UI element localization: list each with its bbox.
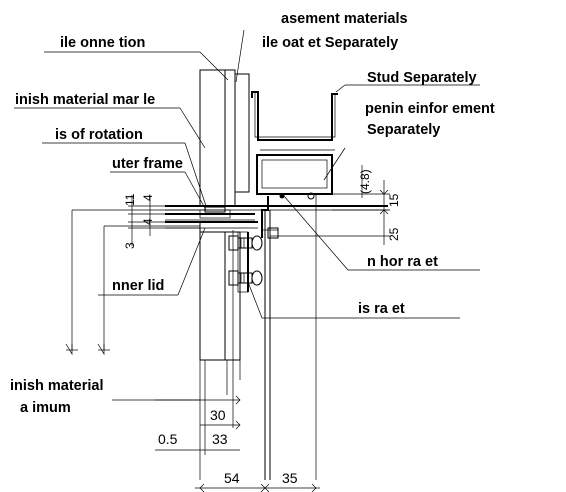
bolt-upper [228,235,263,251]
stud-separately-label: Stud Separately [367,70,477,86]
inner-lid [165,221,258,232]
tile-connection-label: ile onne tion [60,35,145,51]
anchor-bracket-label: n hor ra et [367,254,438,270]
finish-material-marble-label: inish material mar le [15,92,155,108]
basement-materials-label: asement materials [281,11,408,27]
dim-4: 4 [141,194,155,201]
axis-bracket [228,231,263,293]
vertical-rails [199,194,317,480]
stud [251,91,338,151]
outer-frame-label: uter frame [112,156,183,172]
dim-25: 25 [387,227,401,241]
dim-4-inner: 4 [141,218,155,225]
leader-lines [14,29,480,401]
upper-finish-marble [199,69,226,207]
opening-separately-label: Separately [367,122,440,138]
small-vertical-dims [128,195,200,246]
dim-35: 35 [282,470,298,486]
finish-material-maximum-line2: a imum [20,400,71,416]
bolt-lower [228,270,263,286]
dim-0-5: 0.5 [158,431,178,447]
dim-54: 54 [224,470,240,486]
axis-bracket-label: is ra et [358,301,405,317]
left-reference-lines [65,209,200,356]
upper-tile-backing-layer [224,69,250,207]
right-vertical-dims [270,165,390,245]
lower-finish-marble [199,231,226,361]
dim-3: 3 [123,242,137,249]
dim-4-8: (4.8) [358,169,372,194]
outer-frame [165,205,388,221]
inner-lid-label: nner lid [112,278,164,294]
dim-30: 30 [210,407,226,423]
dim-33: 33 [212,431,228,447]
tile-coat-separately-label: ile oat et Separately [262,35,398,51]
dim-11: 11 [123,193,137,206]
text-labels: asement materials ile oat et Separately … [10,11,495,416]
finish-material-maximum-line1: inish material [10,378,103,394]
dim-15: 15 [387,193,401,207]
axis-of-rotation-label: is of rotation [55,127,143,143]
dimension-values: 11 4 4 3 (4.8) 15 25 30 33 0.5 54 35 [123,169,401,486]
opening-reinforcement-label: penin einfor ement [365,101,495,117]
opening-reinforcement-channel [256,154,333,200]
